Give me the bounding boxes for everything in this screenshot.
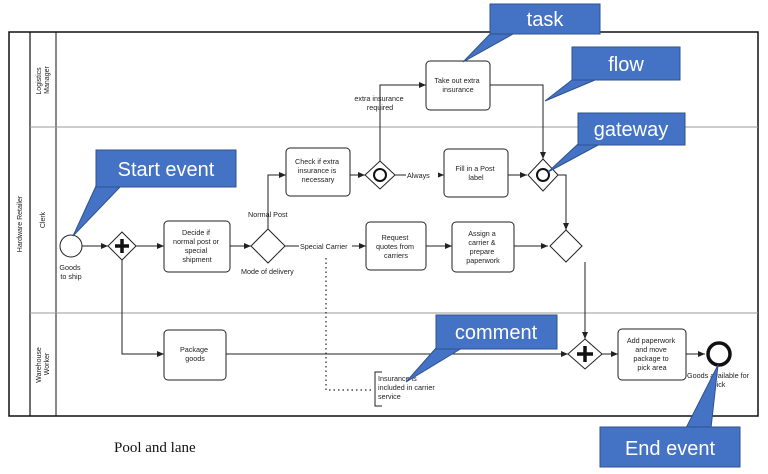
svg-text:Fill in a Post label: Fill in a Post label xyxy=(455,164,496,182)
task-assign-carrier: Assign a carrier & prepare paperwork xyxy=(451,221,515,273)
svg-text:Logistics Manager: Logistics Manager xyxy=(36,65,51,94)
callout-gateway: gateway xyxy=(547,112,686,173)
flow-extra-required xyxy=(379,82,426,161)
lane-logistics-label-2: Manager xyxy=(44,66,51,94)
parallel-gateway-split xyxy=(107,231,137,261)
label-extra-required: extra insurance required xyxy=(354,94,405,112)
callout-end-event: End event xyxy=(599,364,741,468)
callout-flow: flow xyxy=(544,46,681,102)
lane-warehouse-label-1: Warehouse xyxy=(36,347,43,383)
text-annotation: Insurance is included in carrier service xyxy=(325,258,437,407)
callout-comment: comment xyxy=(405,314,558,383)
lane-logistics-label-1: Logistics xyxy=(36,67,43,95)
svg-text:Check if extra insurance: Check if extra insurance is necessary xyxy=(295,157,341,184)
svg-text:Take out extra insurance: Take out extra insurance xyxy=(434,76,481,94)
flow-extra-to-merge xyxy=(490,84,546,159)
flow-normal-post xyxy=(267,172,286,229)
task-add-paperwork: Add paperwork and move package to pick a… xyxy=(617,328,687,381)
label-normal-post: Normal Post xyxy=(248,210,288,219)
svg-text:Warehouse Worker: Warehouse Worker xyxy=(36,345,51,383)
label-extra-required-1: extra insurance xyxy=(354,94,403,103)
label-extra-required-2: required xyxy=(367,103,393,112)
svg-text:Decide if normal post or: Decide if normal post or special shipmen… xyxy=(173,228,221,264)
lane-clerk: Clerk xyxy=(40,211,47,228)
task-package-goods: Package goods xyxy=(163,329,227,381)
task-take-out-extra-insurance: Take out extra insurance xyxy=(425,60,491,111)
svg-text:Request quotes from: Request quotes from carriers xyxy=(376,233,416,260)
label-always: Always xyxy=(407,171,430,180)
annotation-text: Insurance is included in carrier service xyxy=(378,374,437,401)
end-event-label: Goods available for pick xyxy=(687,371,751,389)
flow-labels: Normal Post Special Carrier Always extra… xyxy=(241,94,438,276)
task-check-insurance: Check if extra insurance is necessary xyxy=(285,147,351,197)
callout-gateway-text: gateway xyxy=(594,119,669,141)
label-mode-of-delivery: Mode of delivery xyxy=(241,267,294,276)
callout-flow-text: flow xyxy=(608,54,644,76)
inclusive-gateway-insurance xyxy=(364,160,396,190)
parallel-gateway-join xyxy=(567,338,603,370)
sequence-flows xyxy=(82,82,705,357)
callout-task-text: task xyxy=(527,9,565,31)
callout-start-event: Start event xyxy=(72,149,237,237)
association-dotted xyxy=(325,258,372,391)
callout-task: task xyxy=(462,3,601,63)
svg-text:Package goods: Package goods xyxy=(180,345,210,363)
lane-clerk-label: Clerk xyxy=(40,211,47,228)
flow-parallel-to-package xyxy=(121,260,164,357)
lane-warehouse-label-2: Worker xyxy=(44,352,51,375)
pool-title: Hardware Retailer xyxy=(17,195,24,252)
figure-caption: Pool and lane xyxy=(114,440,196,456)
lane-warehouse: Warehouse Worker xyxy=(36,345,51,383)
callout-start-text: Start event xyxy=(118,159,215,181)
callout-end-text: End event xyxy=(625,438,716,460)
svg-text:Assign a carrier &: Assign a carrier & prepare paperwork xyxy=(466,229,500,265)
task-fill-post-label: Fill in a Post label xyxy=(443,148,509,198)
task-request-quotes: Request quotes from carriers xyxy=(365,221,427,271)
callout-comment-text: comment xyxy=(455,322,538,344)
label-special-carrier: Special Carrier xyxy=(300,242,348,251)
start-event: Goods to ship xyxy=(59,234,83,281)
exclusive-gateway-merge xyxy=(549,229,583,263)
exclusive-gateway-mode xyxy=(250,228,286,264)
end-event: Goods available for pick xyxy=(687,341,751,389)
svg-text:Add paperwork and move: Add paperwork and move package to pick a… xyxy=(627,336,677,372)
lane-logistics: Logistics Manager xyxy=(36,65,51,95)
flow-merge-to-gate xyxy=(557,174,569,230)
task-decide: Decide if normal post or special shipmen… xyxy=(163,220,231,273)
start-event-label: Goods to ship xyxy=(59,263,82,281)
